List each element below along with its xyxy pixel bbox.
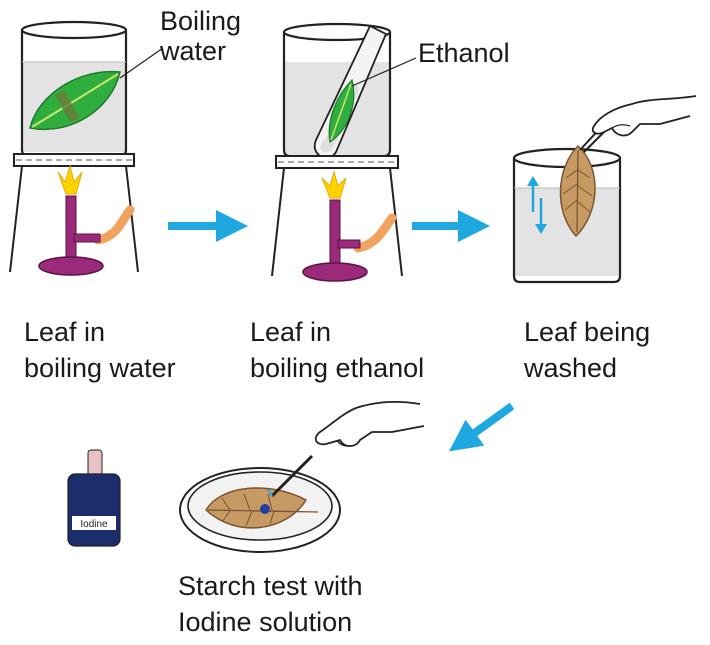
ethanol-pointer [351,57,417,87]
step-2-caption-line-1: Leaf in [250,317,332,347]
gauze-tripod-1 [9,153,139,273]
step-1-caption-line-1: Leaf in [24,317,106,347]
ethanol-label: Ethanol [418,38,510,68]
brown-leaf-3 [559,144,596,238]
boiling-water-pointer [119,47,164,79]
step-1-caption: Leaf in boiling water [24,314,176,386]
hand-with-dropper [267,401,425,498]
flame-1 [57,164,83,195]
boiling-water-label: Boiling water [160,6,241,66]
gauze-tripod-2 [271,155,403,277]
step-2-caption-line-2: boiling ethanol [250,353,425,383]
up-down-arrows [527,176,547,234]
step-3-apparatus [512,95,697,284]
step-4-caption-line-2: Iodine solution [178,607,353,637]
boiling-water-label-line-2: water [160,36,227,66]
brown-leaf-4 [205,487,319,529]
iodine-bottle: Iodine [67,449,121,547]
green-leaf-1 [29,70,121,131]
step-4-caption-line-1: Starch test with [178,571,363,601]
boiling-water-label-line-1: Boiling [160,6,242,36]
iodine-bottle-label: Iodine [80,519,108,530]
step-1-apparatus [9,20,164,276]
step-3-caption-line-2: washed [524,353,618,383]
ethanol-label-text: Ethanol [418,38,510,68]
flame-2 [321,170,347,199]
step-3-caption-line-1: Leaf being [524,317,651,347]
bunsen-burner-2 [302,199,397,282]
step-2-apparatus [271,22,417,282]
hand-with-forceps-1 [579,95,697,153]
arrow-step-3-to-4 [449,402,515,452]
step-2-caption: Leaf in boiling ethanol [250,314,424,386]
step-4-apparatus: Iodine [67,401,425,553]
step-3-caption: Leaf being washed [524,314,650,386]
step-1-caption-line-2: boiling water [24,353,176,383]
step-4-caption: Starch test with Iodine solution [178,568,363,640]
bunsen-burner-1 [38,195,135,276]
green-leaf-2 [328,78,355,144]
